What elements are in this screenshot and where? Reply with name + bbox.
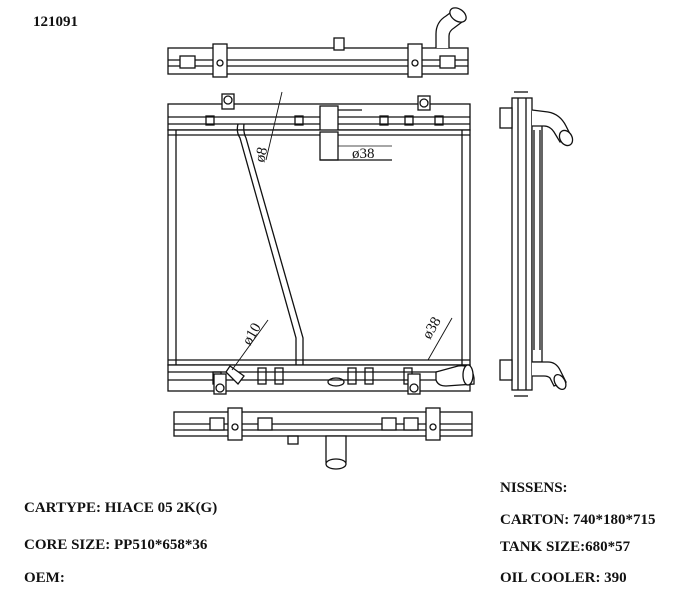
spec-oem: OEM: (24, 570, 65, 586)
part-number: 121091 (33, 14, 78, 30)
side-view (499, 91, 574, 397)
spec-core-size: CORE SIZE: PP510*658*36 (24, 537, 208, 553)
dim-inlet-pipe: ø8 (252, 146, 271, 164)
front-view (167, 91, 475, 395)
bottom-view (173, 407, 473, 470)
spec-nissens: NISSENS: (500, 480, 568, 496)
spec-tank-size: TANK SIZE:680*57 (500, 539, 631, 555)
spec-cartype: CARTYPE: HIACE 05 2K(G) (24, 500, 218, 516)
spec-carton: CARTON: 740*180*715 (500, 512, 656, 528)
dim-outlet-dia: ø38 (352, 146, 375, 162)
top-view (167, 7, 469, 78)
spec-oil-cooler: OIL COOLER: 390 (500, 570, 627, 586)
